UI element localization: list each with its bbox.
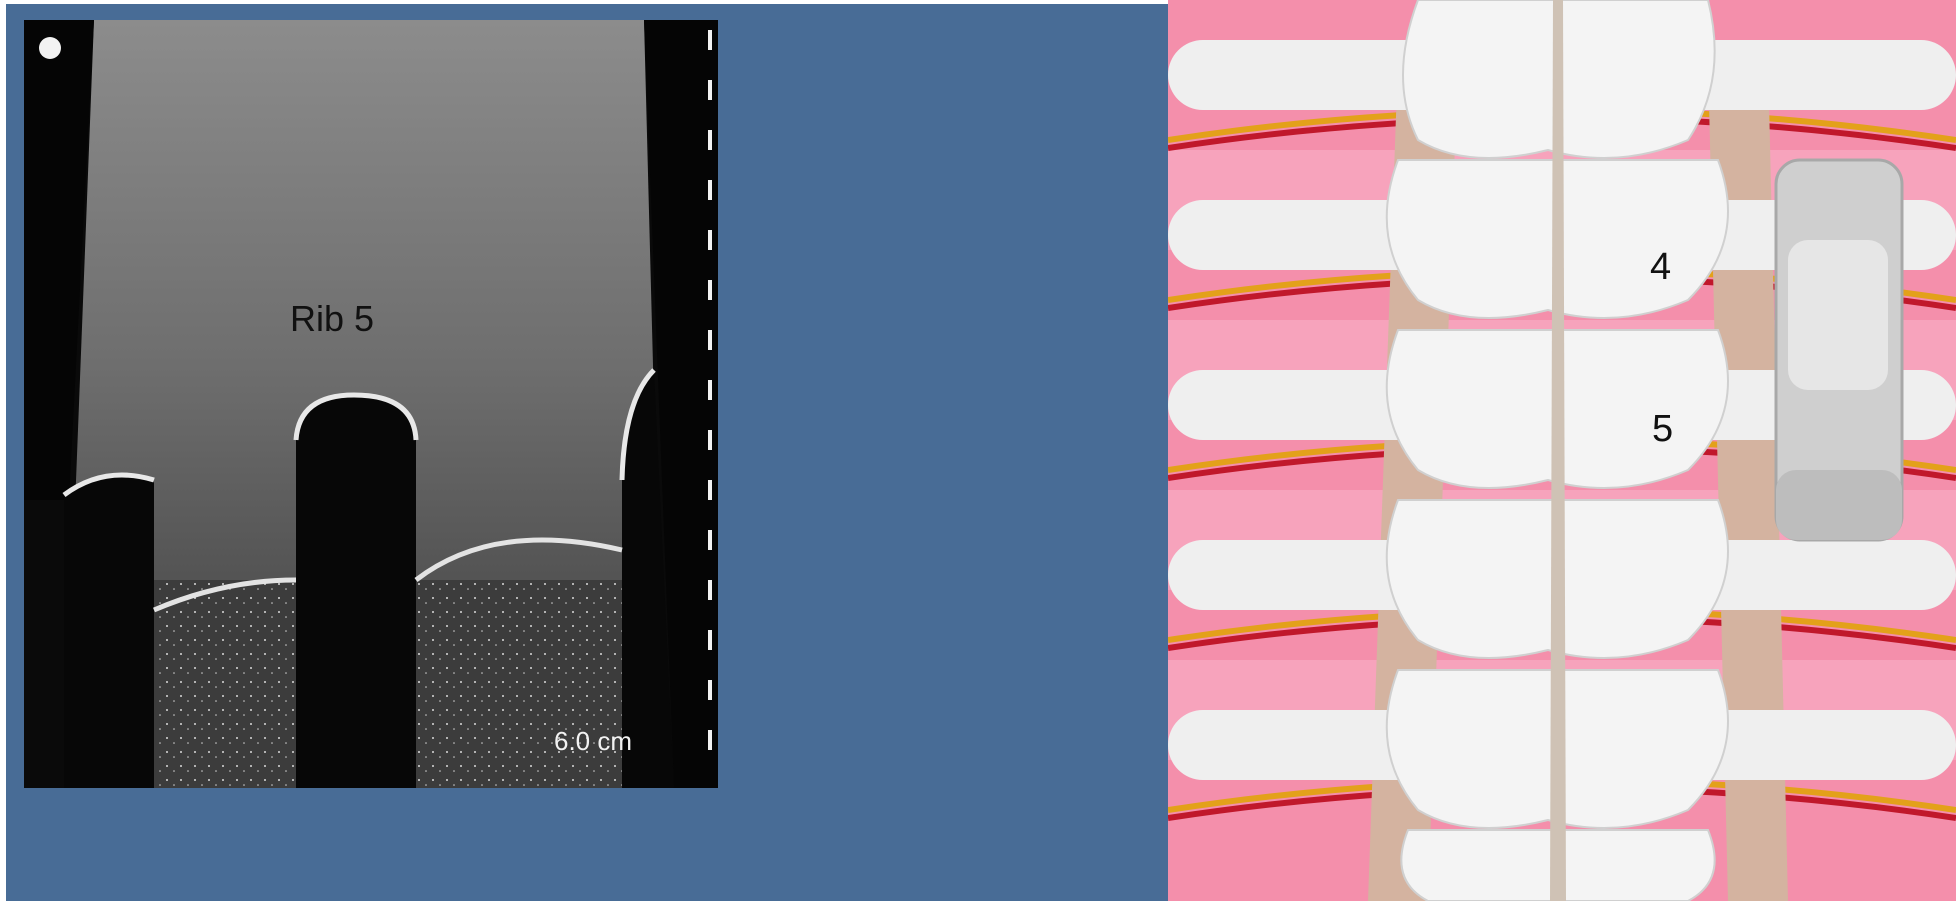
orientation-marker <box>39 37 61 59</box>
ultrasound-scan <box>24 20 718 788</box>
vertebra-label-4: 4 <box>1650 246 1671 289</box>
spine-illustration <box>1168 0 1956 901</box>
depth-scale <box>708 30 712 750</box>
rib-shadow-middle <box>296 395 416 788</box>
depth-label: 6.0 cm <box>554 726 632 757</box>
rib-label: Rib 5 <box>290 298 374 340</box>
spine-render <box>1168 0 1956 901</box>
vertebra-label-5: 5 <box>1652 408 1673 451</box>
ultrasound-probe-icon <box>1776 160 1902 540</box>
ultrasound-image <box>24 20 718 788</box>
rib-shadow-left <box>64 475 154 788</box>
